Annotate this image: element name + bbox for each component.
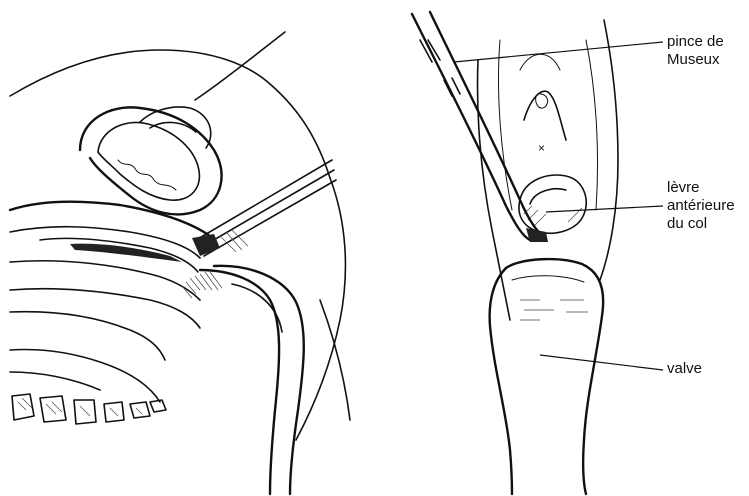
label-valve: valve — [667, 360, 702, 378]
label-anterior-lip: lèvre antérieure du col — [667, 179, 735, 233]
leader-anterior-lip — [546, 206, 663, 212]
forceps-left-drawing — [192, 160, 336, 256]
label-forceps: pince de Museux — [667, 33, 724, 69]
label-forceps-line2: Museux — [667, 51, 724, 69]
leader-forceps — [454, 42, 663, 62]
label-anterior-lip-line1: lèvre — [667, 179, 735, 197]
leader-valve — [540, 355, 663, 370]
svg-text:×: × — [538, 141, 545, 155]
label-anterior-lip-line3: du col — [667, 215, 735, 233]
label-forceps-line1: pince de — [667, 33, 724, 51]
label-valve-line1: valve — [667, 360, 702, 378]
sagittal-section-drawing — [10, 32, 350, 494]
vertebrae — [12, 394, 166, 424]
forceps-right-drawing — [412, 12, 548, 242]
frontal-view-drawing: × — [412, 12, 618, 494]
label-anterior-lip-line2: antérieure — [667, 197, 735, 215]
